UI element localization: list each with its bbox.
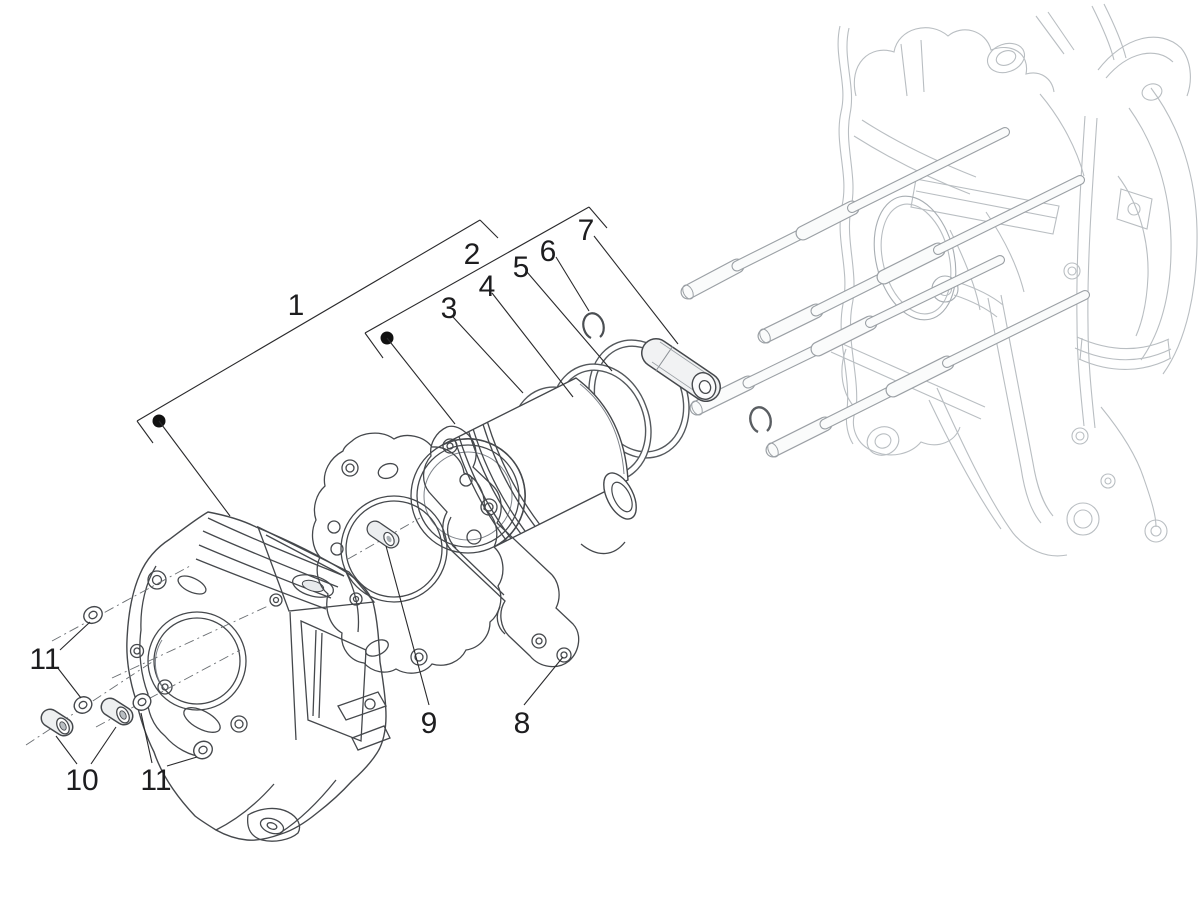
stud: [765, 290, 1090, 458]
head-gasket: [422, 425, 580, 668]
dowel-pin: [100, 697, 134, 726]
callout-5[interactable]: 5: [513, 251, 530, 284]
stud: [680, 127, 1010, 300]
callout-1[interactable]: 1: [288, 289, 305, 322]
washer: [83, 605, 103, 625]
circlip-spare: [749, 406, 772, 434]
piston: [410, 377, 637, 555]
stud: [689, 255, 1005, 416]
callout-9[interactable]: 9: [421, 707, 438, 740]
callout-11-upper[interactable]: 11: [29, 643, 60, 676]
callout-6[interactable]: 6: [540, 235, 557, 268]
callout-labels: 1 2 3 4 5 6 7 8 9 10 11 11: [29, 214, 594, 797]
callout-lines: [55, 206, 679, 767]
circlip: [582, 312, 605, 339]
callout-3[interactable]: 3: [441, 292, 458, 325]
washers-and-dowels: [40, 605, 213, 760]
cylinder-studs: [680, 127, 1090, 458]
callout-11-lower[interactable]: 11: [140, 764, 171, 797]
washer: [73, 696, 93, 714]
callout-8[interactable]: 8: [514, 707, 531, 740]
washer: [193, 740, 213, 760]
washer: [132, 693, 152, 711]
centering-bushing: [366, 520, 400, 549]
wrist-pin-boss: [603, 472, 637, 520]
base-gasket: [311, 432, 504, 674]
dowel-pin: [40, 708, 74, 737]
wrist-pin: [641, 338, 721, 402]
callout-2[interactable]: 2: [464, 238, 481, 271]
callout-7[interactable]: 7: [578, 214, 595, 247]
stud: [757, 175, 1085, 344]
callout-4[interactable]: 4: [479, 270, 496, 303]
callout-10[interactable]: 10: [65, 764, 98, 797]
